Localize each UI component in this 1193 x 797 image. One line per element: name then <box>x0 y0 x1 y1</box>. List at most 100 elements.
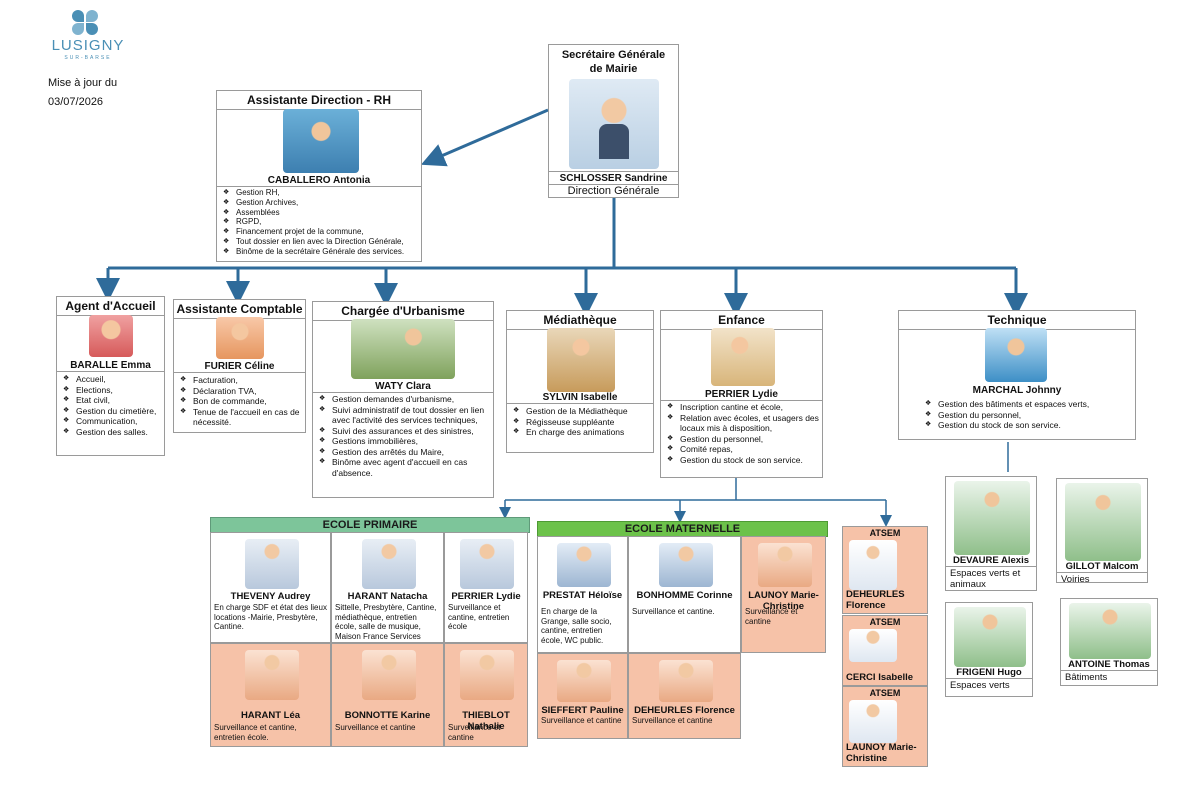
technique-name: MARCHAL Johnny <box>972 385 1062 396</box>
staff-description: Surveillance et cantine, entretien école <box>448 603 510 631</box>
staff-picture <box>460 539 514 589</box>
comptable-name: FURIER Céline <box>174 361 305 373</box>
urbanisme-box: Chargée d'Urbanisme WATY Clara Gestion d… <box>312 301 494 498</box>
accueil-name: BARALLE Emma <box>57 360 164 372</box>
staff-name: DEHEURLES Florence <box>634 705 735 716</box>
secretary-general-box: Secrétaire Générale de Mairie SCHLOSSER … <box>548 44 679 198</box>
staff-description: En charge SDF et état des lieux location… <box>214 603 327 631</box>
enfance-duty-item: Gestion du personnel, <box>665 434 819 445</box>
update-date: 03/07/2026 <box>48 96 104 108</box>
tech-staff-name: DEVAURE Alexis <box>946 555 1036 567</box>
mediatheque-picture <box>547 328 615 392</box>
atsem-label: ATSEM <box>869 688 901 698</box>
urbanisme-duty-item: Binôme avec agent d'accueil en cas d'abs… <box>317 457 490 478</box>
assistant-duty-item: RGPD, <box>221 217 418 227</box>
technique-duty-item: Gestion du stock de son service. <box>923 420 1132 431</box>
assistant-duty-item: Assemblées <box>221 208 418 218</box>
assistant-direction-title: Assistante Direction - RH <box>217 91 421 110</box>
staff-name: HARANT Natacha <box>347 591 428 602</box>
secretary-name: SCHLOSSER Sandrine <box>549 171 678 184</box>
accueil-duty-item: Gestion des salles. <box>61 427 161 438</box>
mediatheque-box: Médiathèque SYLVIN Isabelle Gestion de l… <box>506 310 654 453</box>
staff-name: PRESTAT Héloïse <box>542 590 623 601</box>
atsem-picture <box>849 629 897 662</box>
arrow-to-assistant <box>420 108 549 167</box>
assistant-duty-item: Binôme de la secrétaire Générale des ser… <box>221 247 418 257</box>
tech-staff-name: GILLOT Malcom <box>1057 561 1147 573</box>
comptable-duties-list: Facturation,Déclaration TVA,Bon de comma… <box>178 375 302 428</box>
assistant-duty-item: Tout dossier en lien avec la Direction G… <box>221 237 418 247</box>
tech-staff-role: Espaces verts <box>950 680 1010 691</box>
comptable-duty-item: Bon de commande, <box>178 396 302 407</box>
technique-box: Technique MARCHAL Johnny Gestion des bât… <box>898 310 1136 440</box>
staff-name: SIEFFERT Pauline <box>541 705 624 716</box>
assistant-duty-item: Financement projet de la commune, <box>221 227 418 237</box>
technique-picture <box>985 328 1047 382</box>
mediatheque-duty-item: Régisseuse suppléante <box>511 417 650 428</box>
accueil-duty-item: Communication, <box>61 416 161 427</box>
assistant-duty-item: Gestion Archives, <box>221 198 418 208</box>
staff-picture <box>658 660 713 702</box>
urbanisme-duty-item: Suivi administratif de tout dossier en l… <box>317 405 490 426</box>
accueil-duty-item: Elections, <box>61 385 161 396</box>
assistant-direction-box: Assistante Direction - RH CABALLERO Anto… <box>216 90 422 262</box>
staff-description: Surveillance et cantine <box>335 723 416 732</box>
staff-description: Surveillance et cantine <box>745 607 798 626</box>
staff-description: Surveillance et cantine. <box>632 607 715 616</box>
assistant-duty-item: Gestion RH, <box>221 188 418 198</box>
atsem-picture <box>849 700 897 743</box>
atsem-label: ATSEM <box>869 617 901 627</box>
staff-description: Surveillance et cantine, entretien école… <box>214 723 297 742</box>
tech-staff-role: Espaces verts et animaux <box>950 568 1021 590</box>
enfance-name: PERRIER Lydie <box>661 389 822 401</box>
staff-picture <box>361 539 416 589</box>
enfance-duties-list: Inscription cantine et école,Relation av… <box>665 402 819 465</box>
tech-staff-picture <box>1069 603 1151 659</box>
comptable-box: Assistante Comptable FURIER Céline Factu… <box>173 299 306 433</box>
enfance-duty-item: Relation avec écoles, et usagers des loc… <box>665 413 819 434</box>
mediatheque-name: SYLVIN Isabelle <box>507 392 653 404</box>
staff-name: PERRIER Lydie <box>451 591 521 602</box>
urbanisme-duty-item: Gestions immobilières, <box>317 436 490 447</box>
assistant-duties-list: Gestion RH,Gestion Archives,AssembléesRG… <box>221 188 418 257</box>
staff-picture <box>556 543 611 587</box>
staff-picture <box>244 650 299 700</box>
accueil-duty-item: Accueil, <box>61 374 161 385</box>
tech-staff-picture <box>954 607 1026 667</box>
assistant-name: CABALLERO Antonia <box>217 175 421 187</box>
logo-name: LUSIGNY <box>51 37 125 54</box>
tech-staff-picture <box>954 481 1030 555</box>
staff-picture <box>361 650 416 700</box>
mediatheque-duties-list: Gestion de la MédiathèqueRégisseuse supp… <box>511 406 650 438</box>
mediatheque-duty-item: Gestion de la Médiathèque <box>511 406 650 417</box>
staff-description: Surveillance et cantine <box>448 723 501 742</box>
comptable-picture <box>216 317 264 359</box>
staff-name: HARANT Léa <box>240 710 301 721</box>
staff-picture <box>757 543 812 587</box>
comptable-duty-item: Facturation, <box>178 375 302 386</box>
ecole-primaire-header: ECOLE PRIMAIRE <box>210 517 530 533</box>
secretary-picture <box>569 79 659 169</box>
urbanisme-picture <box>351 319 455 379</box>
staff-name: THEVENY Audrey <box>230 591 311 602</box>
technique-duty-item: Gestion du personnel, <box>923 410 1132 421</box>
tech-staff-role: Voiries <box>1061 574 1090 585</box>
staff-name: BONNOTTE Karine <box>344 710 431 721</box>
comptable-duty-item: Tenue de l'accueil en cas de nécessité. <box>178 407 302 428</box>
staff-picture <box>556 660 611 702</box>
staff-picture <box>460 650 514 700</box>
atsem-label: ATSEM <box>869 528 901 538</box>
